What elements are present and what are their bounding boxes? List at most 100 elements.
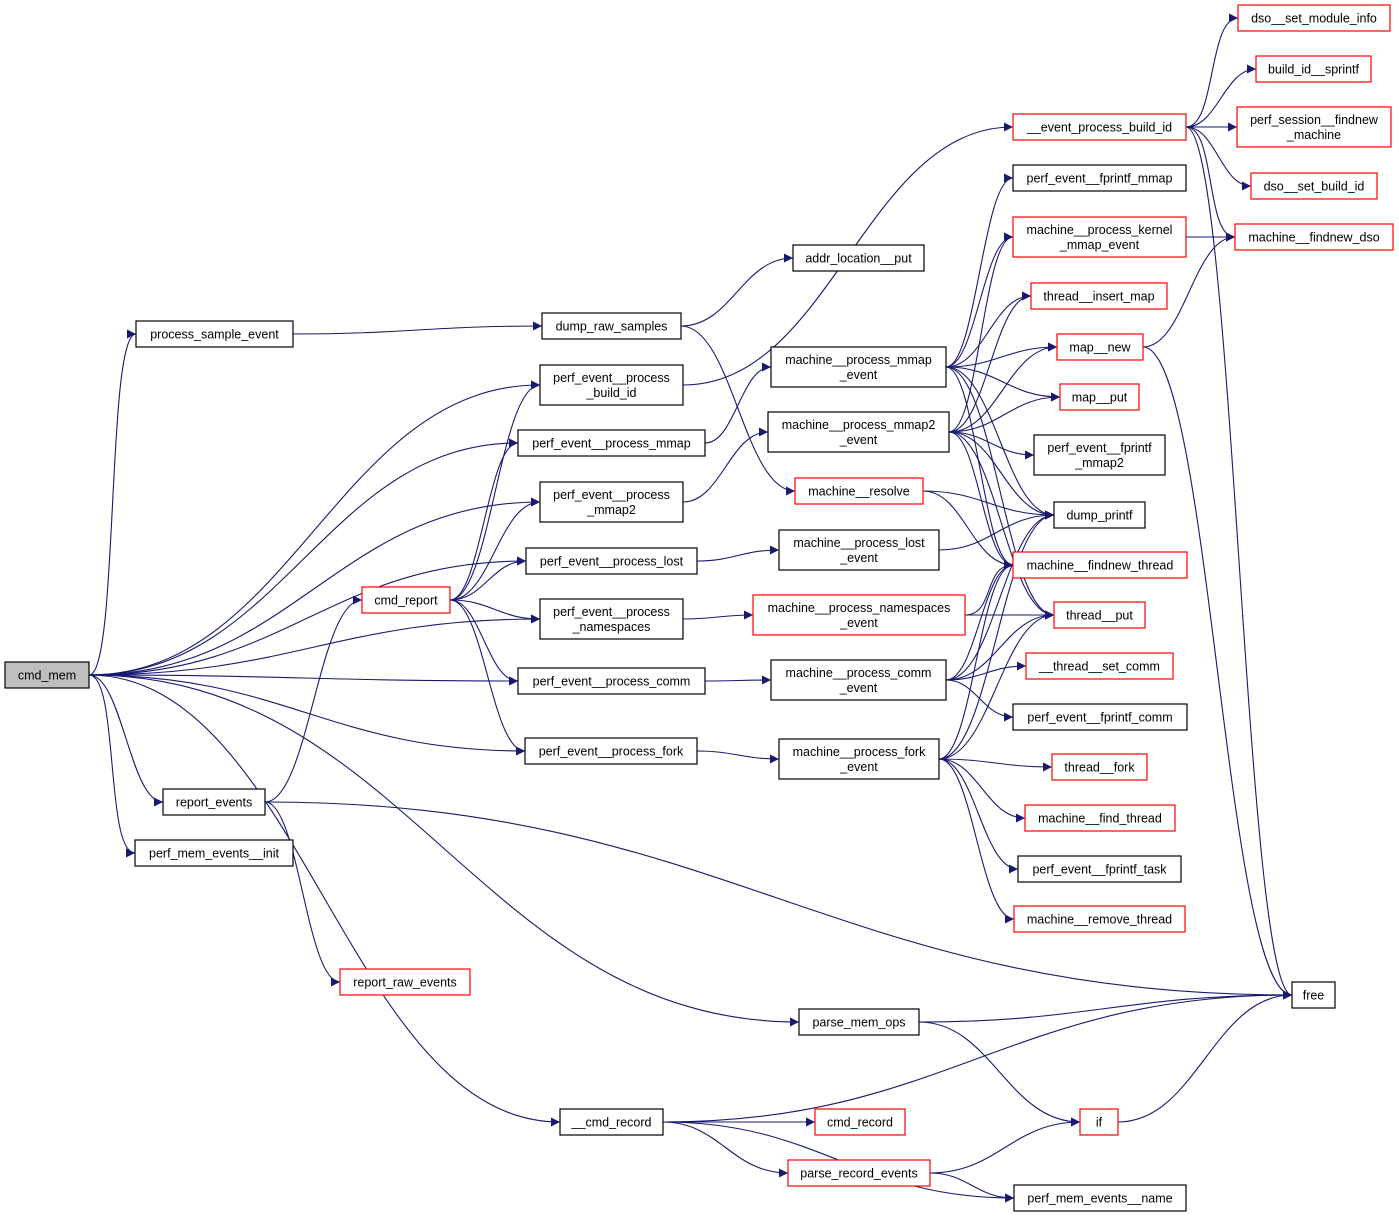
node-machine-process-comm-event[interactable]: machine__process_comm_event	[770, 659, 947, 701]
node-perf-event-fprintf-mmap2[interactable]: perf_event__fprintf_mmap2	[1033, 434, 1166, 476]
node-box[interactable]	[798, 1008, 920, 1036]
node-map-put[interactable]: map__put	[1059, 383, 1140, 411]
node-box[interactable]	[517, 429, 706, 457]
node-box[interactable]	[1056, 333, 1144, 361]
node-box[interactable]	[1012, 164, 1187, 192]
node-free[interactable]: free	[1291, 981, 1336, 1009]
node-perf-event-process-namespaces[interactable]: perf_event__process_namespaces	[539, 598, 684, 640]
node-box[interactable]	[787, 1159, 931, 1187]
node-box[interactable]	[134, 839, 294, 867]
node-cmd-report[interactable]: cmd_report	[361, 586, 451, 614]
node-if[interactable]: if	[1079, 1108, 1119, 1136]
node-dump-raw-samples[interactable]: dump_raw_samples	[541, 312, 682, 340]
node-report-events[interactable]: report_events	[162, 788, 266, 816]
node-perf-event-process-mmap[interactable]: perf_event__process_mmap	[517, 429, 706, 457]
node-machine-findnew-dso[interactable]: machine__findnew_dso	[1234, 223, 1394, 251]
node-perf-mem-events-init[interactable]: perf_mem_events__init	[134, 839, 294, 867]
node-box[interactable]	[1291, 981, 1336, 1009]
node-perf-event-process-build-id[interactable]: perf_event__process_build_id	[539, 364, 684, 406]
node-cmd-record[interactable]: cmd_record	[814, 1108, 906, 1136]
node-box[interactable]	[794, 477, 924, 505]
node-box[interactable]	[539, 481, 684, 523]
node-machine-process-lost-event[interactable]: machine__process_lost_event	[778, 529, 940, 571]
node-box[interactable]	[524, 737, 698, 765]
node-box[interactable]	[778, 529, 940, 571]
node-cmd-mem[interactable]: cmd_mem	[4, 661, 90, 689]
node-box[interactable]	[525, 547, 698, 575]
node-dump-printf[interactable]: dump_printf	[1053, 501, 1146, 529]
node-box[interactable]	[541, 312, 682, 340]
node-machine-find-thread[interactable]: machine__find_thread	[1024, 804, 1176, 832]
node-machine-remove-thread[interactable]: machine__remove_thread	[1013, 905, 1186, 933]
node-addr-location-put[interactable]: addr_location__put	[792, 244, 925, 272]
node-perf-event-process-comm[interactable]: perf_event__process_comm	[517, 667, 706, 695]
node-thread-set-comm[interactable]: __thread__set_comm	[1025, 652, 1174, 680]
node-process-sample-event[interactable]: process_sample_event	[135, 320, 294, 348]
node-report-raw-events[interactable]: report_raw_events	[339, 968, 471, 996]
node-box[interactable]	[814, 1108, 906, 1136]
node-parse-mem-ops[interactable]: parse_mem_ops	[798, 1008, 920, 1036]
node-box[interactable]	[1033, 434, 1166, 476]
node-box[interactable]	[135, 320, 294, 348]
node-machine-resolve[interactable]: machine__resolve	[794, 477, 924, 505]
node-dso-set-module-info[interactable]: dso__set_module_info	[1237, 4, 1391, 32]
node-box[interactable]	[361, 586, 451, 614]
node-box[interactable]	[1024, 804, 1176, 832]
node-box[interactable]	[1012, 216, 1187, 258]
node-box[interactable]	[770, 659, 947, 701]
node-machine-findnew-thread[interactable]: machine__findnew_thread	[1012, 551, 1188, 579]
node-box[interactable]	[162, 788, 266, 816]
node-thread-put[interactable]: thread__put	[1053, 601, 1146, 629]
node-box[interactable]	[1012, 703, 1188, 731]
node-dso-set-build-id[interactable]: dso__set_build_id	[1250, 172, 1378, 200]
node-machine-process-namespaces-event[interactable]: machine__process_namespaces_event	[752, 594, 966, 636]
node-perf-event-fprintf-mmap[interactable]: perf_event__fprintf_mmap	[1012, 164, 1187, 192]
node-box[interactable]	[539, 364, 684, 406]
node-box[interactable]	[1013, 1184, 1187, 1212]
node-machine-process-mmap2-event[interactable]: machine__process_mmap2_event	[767, 411, 950, 453]
node-box[interactable]	[1234, 223, 1394, 251]
node-box[interactable]	[1053, 501, 1146, 529]
node-box[interactable]	[1030, 282, 1168, 310]
node-box[interactable]	[1236, 106, 1392, 148]
node-build-id-sprintf[interactable]: build_id__sprintf	[1255, 55, 1372, 83]
node-machine-process-fork-event[interactable]: machine__process_fork_event	[778, 738, 940, 780]
node-box[interactable]	[1250, 172, 1378, 200]
node-machine-process-kernel-mmap-event[interactable]: machine__process_kernel_mmap_event	[1012, 216, 1187, 258]
node-box[interactable]	[778, 738, 940, 780]
node-box[interactable]	[539, 598, 684, 640]
node-box[interactable]	[1013, 905, 1186, 933]
node-machine-process-mmap-event[interactable]: machine__process_mmap_event	[770, 346, 947, 388]
node-box[interactable]	[1237, 4, 1391, 32]
node-box[interactable]	[517, 667, 706, 695]
node-box[interactable]	[770, 346, 947, 388]
node-box[interactable]	[1017, 855, 1182, 883]
node-box[interactable]	[752, 594, 966, 636]
node-perf-event-process-mmap2[interactable]: perf_event__process_mmap2	[539, 481, 684, 523]
node-perf-mem-events-name[interactable]: perf_mem_events__name	[1013, 1184, 1187, 1212]
node-box[interactable]	[339, 968, 471, 996]
node-box[interactable]	[1025, 652, 1174, 680]
node-box[interactable]	[1012, 551, 1188, 579]
node-perf-event-process-lost[interactable]: perf_event__process_lost	[525, 547, 698, 575]
node-thread-insert-map[interactable]: thread__insert_map	[1030, 282, 1168, 310]
node-box[interactable]	[1053, 601, 1146, 629]
node-box[interactable]	[1079, 1108, 1119, 1136]
node-box[interactable]	[767, 411, 950, 453]
node-perf-event-fprintf-comm[interactable]: perf_event__fprintf_comm	[1012, 703, 1188, 731]
node-parse-record-events[interactable]: parse_record_events	[787, 1159, 931, 1187]
node-perf-event-fprintf-task[interactable]: perf_event__fprintf_task	[1017, 855, 1182, 883]
node-box[interactable]	[1051, 753, 1148, 781]
node-box[interactable]	[1255, 55, 1372, 83]
node-map-new[interactable]: map__new	[1056, 333, 1144, 361]
node-box[interactable]	[792, 244, 925, 272]
node-box[interactable]	[1059, 383, 1140, 411]
node-cmd-record[interactable]: __cmd_record	[559, 1108, 664, 1136]
node-event-process-build-id[interactable]: __event_process_build_id	[1012, 113, 1187, 141]
node-box[interactable]	[1012, 113, 1187, 141]
node-perf-session-findnew-machine[interactable]: perf_session__findnew_machine	[1236, 106, 1392, 148]
node-thread-fork[interactable]: thread__fork	[1051, 753, 1148, 781]
node-box[interactable]	[559, 1108, 664, 1136]
node-perf-event-process-fork[interactable]: perf_event__process_fork	[524, 737, 698, 765]
node-box[interactable]	[4, 661, 90, 689]
